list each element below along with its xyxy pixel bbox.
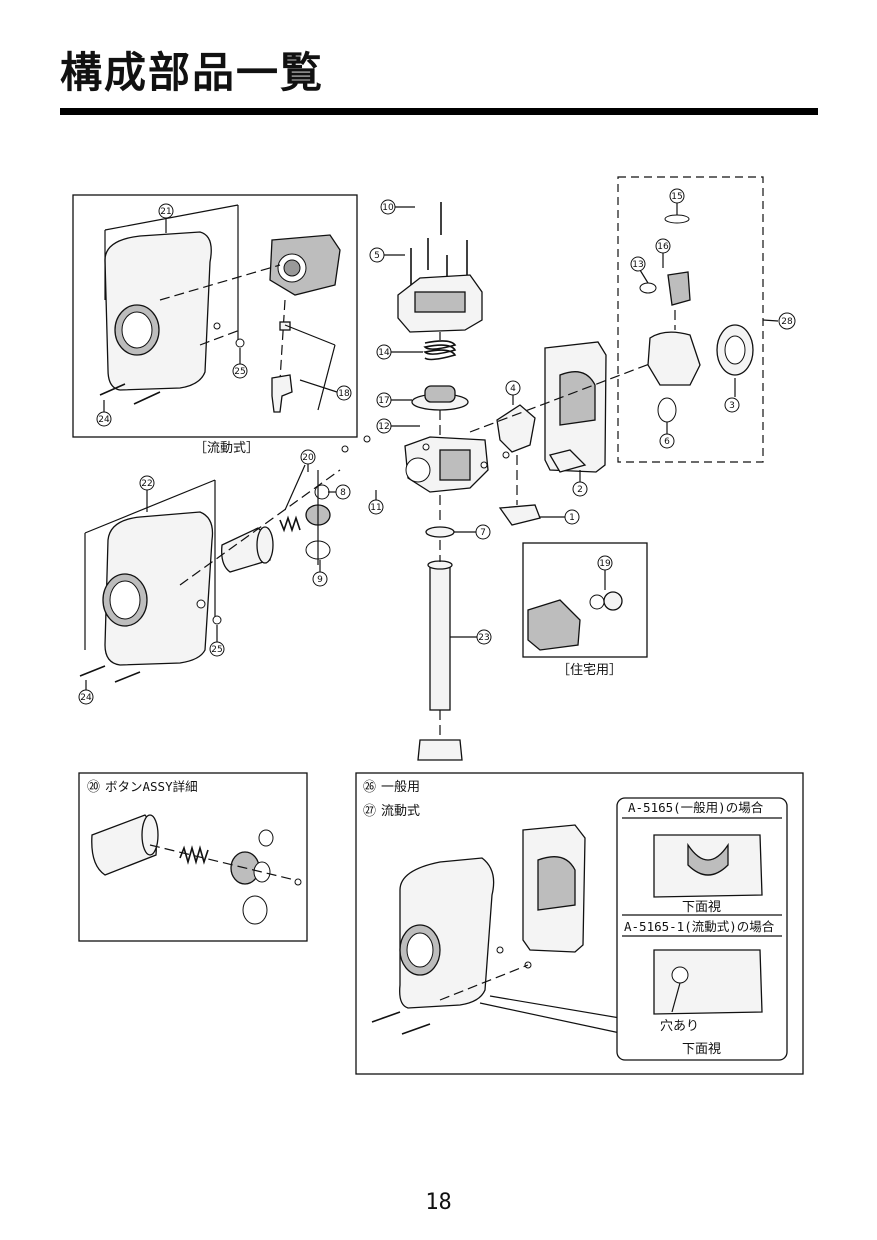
svg-text:24: 24 xyxy=(98,415,110,425)
callout-21: 21 xyxy=(158,203,174,233)
svg-text:28: 28 xyxy=(781,317,793,327)
bottom-view-label-2: 下面視 xyxy=(682,1042,721,1057)
callout-19: 19 xyxy=(597,555,613,590)
svg-text:5: 5 xyxy=(374,251,380,261)
callout-24b: 24 xyxy=(78,680,94,705)
callout-25a: 25 xyxy=(232,348,248,379)
button-assy-prefix: ⑳ xyxy=(87,780,100,795)
callout-14: 14 xyxy=(376,344,423,360)
center-valve-stack xyxy=(341,202,510,761)
flow-type-cover-panel xyxy=(72,194,358,438)
flow-type-caption: ［流動式］ xyxy=(194,441,259,456)
flow-type-prefix: ㉗ xyxy=(363,804,376,819)
bottom-view-label-1: 下面視 xyxy=(682,900,721,915)
general-use-prefix: ㉖ xyxy=(363,780,376,795)
callout-markers: 1 2 3 4 5 6 7 8 9 10 11 12 13 14 15 16 1… xyxy=(78,188,796,705)
svg-text:14: 14 xyxy=(378,348,390,358)
callout-11: 11 xyxy=(368,490,384,515)
callout-13: 13 xyxy=(630,256,649,284)
page-number: 18 xyxy=(425,1190,452,1215)
svg-text:17: 17 xyxy=(378,396,389,406)
residential-caption: ［住宅用］ xyxy=(557,663,622,678)
callout-5: 5 xyxy=(369,247,405,263)
model-flow-label: A-5165-1(流動式)の場合 xyxy=(624,919,775,934)
callout-12: 12 xyxy=(376,418,420,434)
button-assembly-exploded xyxy=(79,464,341,683)
svg-text:24: 24 xyxy=(80,693,92,703)
flow-type-heading: 流動式 xyxy=(381,804,420,819)
general-use-heading: 一般用 xyxy=(381,779,420,795)
svg-text:4: 4 xyxy=(510,384,516,394)
callout-22: 22 xyxy=(139,475,155,512)
callout-9: 9 xyxy=(312,560,328,587)
button-assy-detail-panel xyxy=(78,772,308,942)
callout-16: 16 xyxy=(655,238,671,268)
callout-18: 18 xyxy=(336,385,352,401)
callout-15: 15 xyxy=(669,188,685,215)
hole-label: 穴あり xyxy=(660,1019,699,1034)
svg-text:10: 10 xyxy=(382,203,394,213)
svg-text:2: 2 xyxy=(577,485,583,495)
callout-17: 17 xyxy=(376,392,412,408)
callout-25b: 25 xyxy=(209,625,225,657)
svg-text:13: 13 xyxy=(632,260,643,270)
callout-6: 6 xyxy=(659,422,675,449)
svg-text:9: 9 xyxy=(317,575,323,585)
svg-text:7: 7 xyxy=(480,528,486,538)
callout-10: 10 xyxy=(380,199,415,215)
callout-4: 4 xyxy=(505,380,521,405)
residential-detail-panel xyxy=(522,542,648,658)
callout-28: 28 xyxy=(778,312,796,330)
callout-8: 8 xyxy=(328,484,351,500)
callout-2: 2 xyxy=(572,470,588,497)
button-assy-heading: ボタンASSY詳細 xyxy=(105,779,198,794)
svg-text:8: 8 xyxy=(340,488,346,498)
callout-3: 3 xyxy=(724,378,740,413)
model-general-label: A-5165(一般用)の場合 xyxy=(628,800,764,815)
svg-text:25: 25 xyxy=(234,367,245,377)
svg-text:22: 22 xyxy=(141,479,152,489)
callout-7: 7 xyxy=(454,524,491,540)
svg-text:21: 21 xyxy=(160,207,171,217)
svg-text:25: 25 xyxy=(211,645,222,655)
callout-24a: 24 xyxy=(96,400,112,427)
svg-text:3: 3 xyxy=(729,401,735,411)
bracket-and-clip xyxy=(469,341,661,526)
svg-text:15: 15 xyxy=(671,192,682,202)
title-underline xyxy=(60,108,818,115)
page-title: 構成部品一覧 xyxy=(60,48,325,97)
callout-23: 23 xyxy=(450,629,492,645)
svg-text:19: 19 xyxy=(599,559,611,569)
callout-1: 1 xyxy=(540,509,580,525)
svg-text:12: 12 xyxy=(378,422,389,432)
svg-text:18: 18 xyxy=(338,389,350,399)
svg-text:6: 6 xyxy=(664,437,670,447)
svg-text:11: 11 xyxy=(370,503,381,513)
cover-variant-panel xyxy=(355,772,804,1075)
svg-text:20: 20 xyxy=(302,453,314,463)
svg-text:23: 23 xyxy=(478,633,489,643)
svg-text:1: 1 xyxy=(569,513,575,523)
callout-20: 20 xyxy=(300,449,316,472)
svg-text:16: 16 xyxy=(657,242,669,252)
dashed-subassembly-28 xyxy=(617,176,779,463)
